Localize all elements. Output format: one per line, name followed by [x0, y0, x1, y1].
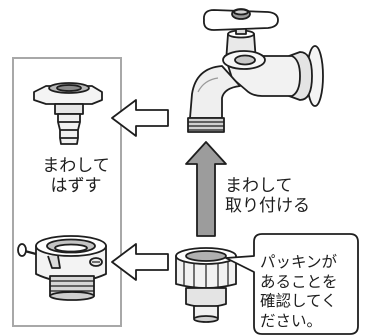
faucet-icon [187, 8, 324, 133]
quick-connector-icon [175, 247, 237, 323]
hose-nozzle-adapter-icon [33, 82, 103, 145]
arrow-up-gray [185, 141, 227, 237]
attach-instruction-label: まわして 取り付ける [225, 176, 310, 216]
remove-instruction-label: まわして はずす [42, 156, 110, 196]
arrow-left-top [111, 99, 169, 137]
packing-check-note: パッキンが あることを 確認してく ださい。 [260, 253, 338, 330]
faucet-adapter-icon [17, 235, 107, 301]
arrow-left-bottom [111, 243, 169, 281]
packing-callout-bubble [225, 233, 359, 335]
